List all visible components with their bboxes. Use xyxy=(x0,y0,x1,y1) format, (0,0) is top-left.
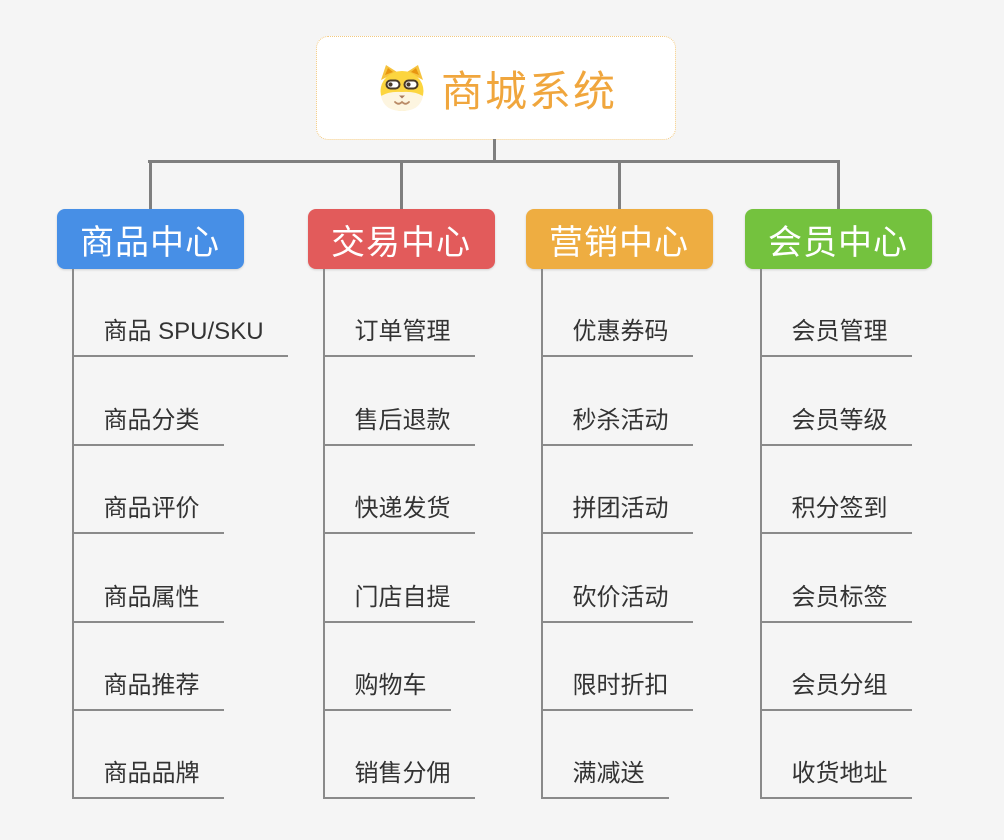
leaf-label: 会员分组 xyxy=(761,665,912,711)
leaf-item[interactable]: 收货地址 xyxy=(761,711,912,800)
leaf-label: 销售分佣 xyxy=(324,753,475,800)
branch-children-line: 订单管理 售后退款 快递发货 门店自提 购物车 销售分佣 xyxy=(322,269,475,800)
branch-label: 营销中心 xyxy=(549,223,689,262)
leaf-label: 满减送 xyxy=(542,753,669,800)
connector-branch-drop xyxy=(836,160,840,210)
leaf-label: 积分签到 xyxy=(761,488,912,535)
leaf-label: 秒杀活动 xyxy=(542,400,693,446)
leaf-label: 购物车 xyxy=(324,665,451,711)
leaf-item[interactable]: 商品属性 xyxy=(73,534,288,623)
branch-node[interactable]: 营销中心 xyxy=(525,209,713,269)
leaf-label: 会员等级 xyxy=(761,400,912,446)
branch-label: 商品中心 xyxy=(80,223,220,262)
branch-node[interactable]: 会员中心 xyxy=(744,209,932,269)
leaf-item[interactable]: 商品品牌 xyxy=(73,711,288,800)
connector-horizontal xyxy=(148,160,840,163)
connector-branch-drop xyxy=(617,160,621,210)
leaf-label: 商品评价 xyxy=(73,488,224,535)
shiba-dog-icon xyxy=(375,63,429,113)
connector-branch-drop xyxy=(148,160,152,210)
leaf-item[interactable]: 限时折扣 xyxy=(542,623,693,711)
leaf-label: 拼团活动 xyxy=(542,488,693,535)
leaf-item[interactable]: 会员标签 xyxy=(761,534,912,623)
leaf-item[interactable]: 会员管理 xyxy=(761,269,912,358)
branch-children-line: 优惠券码 秒杀活动 拼团活动 砍价活动 限时折扣 满减送 xyxy=(540,269,693,800)
leaf-label: 售后退款 xyxy=(324,400,475,446)
leaf-label: 收货地址 xyxy=(761,753,912,800)
leaf-label: 商品品牌 xyxy=(73,753,224,800)
leaf-item[interactable]: 销售分佣 xyxy=(324,711,475,800)
leaf-item[interactable]: 门店自提 xyxy=(324,534,475,623)
branch-node[interactable]: 交易中心 xyxy=(307,209,495,269)
leaf-item[interactable]: 订单管理 xyxy=(324,269,475,358)
leaf-item[interactable]: 砍价活动 xyxy=(542,534,693,623)
leaf-item[interactable]: 商品 SPU/SKU xyxy=(73,269,288,358)
branch-node[interactable]: 商品中心 xyxy=(56,209,244,269)
leaf-item[interactable]: 快递发货 xyxy=(324,446,475,535)
root-node[interactable]: 商城系统 xyxy=(316,36,676,140)
leaf-label: 会员管理 xyxy=(761,311,912,358)
leaf-label: 订单管理 xyxy=(324,311,475,358)
leaf-label: 商品分类 xyxy=(73,400,224,446)
branch-children-line: 会员管理 会员等级 积分签到 会员标签 会员分组 收货地址 xyxy=(759,269,912,800)
leaf-label: 商品属性 xyxy=(73,577,224,623)
leaf-label: 商品 SPU/SKU xyxy=(73,311,288,358)
leaf-item[interactable]: 满减送 xyxy=(542,711,693,800)
leaf-item[interactable]: 商品推荐 xyxy=(73,623,288,711)
connector-branch-drop xyxy=(399,160,403,210)
connector-root-stub xyxy=(493,139,496,163)
leaf-label: 快递发货 xyxy=(324,488,475,535)
branch-label: 会员中心 xyxy=(768,223,908,262)
leaf-item[interactable]: 购物车 xyxy=(324,623,475,711)
leaf-item[interactable]: 商品评价 xyxy=(73,446,288,535)
leaf-label: 商品推荐 xyxy=(73,665,224,711)
leaf-label: 会员标签 xyxy=(761,577,912,623)
leaf-item[interactable]: 售后退款 xyxy=(324,357,475,446)
leaf-label: 限时折扣 xyxy=(542,665,693,711)
leaf-label: 砍价活动 xyxy=(542,577,693,623)
leaf-item[interactable]: 秒杀活动 xyxy=(542,357,693,446)
leaf-label: 门店自提 xyxy=(324,577,475,623)
root-title: 商城系统 xyxy=(440,67,617,115)
leaf-item[interactable]: 优惠券码 xyxy=(542,269,693,358)
leaf-label: 优惠券码 xyxy=(542,311,693,358)
leaf-item[interactable]: 拼团活动 xyxy=(542,446,693,535)
branch-label: 交易中心 xyxy=(331,223,471,262)
leaf-item[interactable]: 会员等级 xyxy=(761,357,912,446)
leaf-item[interactable]: 商品分类 xyxy=(73,357,288,446)
leaf-item[interactable]: 积分签到 xyxy=(761,446,912,535)
leaf-item[interactable]: 会员分组 xyxy=(761,623,912,711)
branch-children-line: 商品 SPU/SKU 商品分类 商品评价 商品属性 商品推荐 商品品牌 xyxy=(71,269,288,800)
